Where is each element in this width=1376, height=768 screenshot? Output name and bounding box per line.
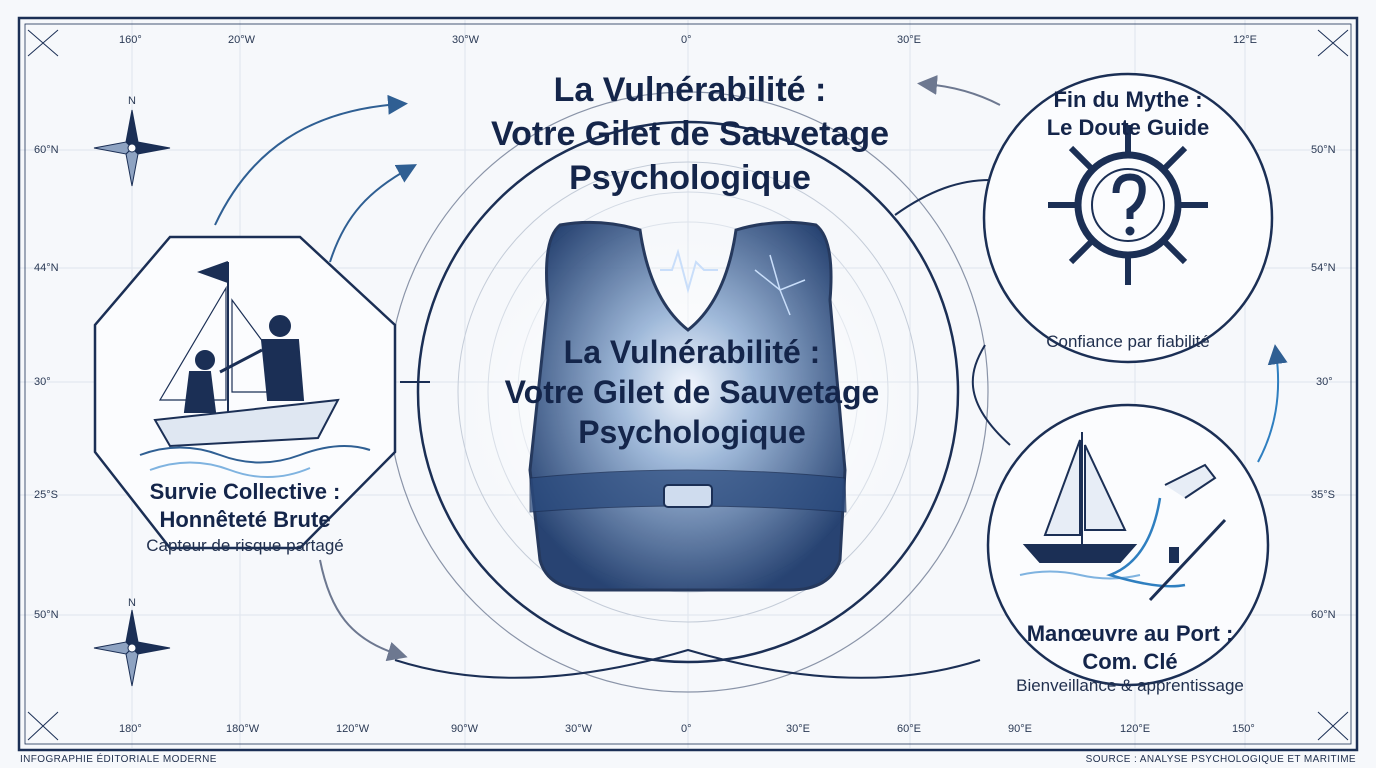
vest-title: La Vulnérabilité : Votre Gilet de Sauvet… [392, 332, 992, 452]
bottom-right-panel-subtitle: Bienveillance & apprentissage [1016, 676, 1244, 695]
coord-label-top: 160° [119, 34, 142, 46]
compass-north-label: N [128, 597, 136, 609]
coord-label-left: 30° [34, 376, 51, 388]
sailboat-crew-icon [139, 261, 371, 478]
top-right-panel-title: Fin du Mythe : Le Doute Guide [1008, 86, 1248, 142]
map-frame [17, 16, 1359, 752]
coord-label-left: 25°S [34, 489, 58, 501]
vest-title-line: Psychologique [578, 414, 806, 450]
coord-label-bottom: 0° [681, 723, 692, 735]
coord-label-bottom: 30°W [565, 723, 593, 735]
main-title-line: Psychologique [569, 159, 811, 197]
coord-label-bottom: 60°E [897, 723, 921, 735]
left-panel-title: Survie Collective : Honnêteté Brute [110, 478, 380, 534]
coord-label-right: 60°N [1311, 609, 1336, 621]
left-panel-title-line: Honnêteté Brute [159, 507, 331, 532]
coord-label-top: 30°E [897, 34, 921, 46]
coord-label-bottom: 180° [119, 723, 142, 735]
coord-label-bottom: 180°W [226, 723, 260, 735]
left-panel-subtitle: Capteur de risque partagé [146, 536, 344, 555]
coord-label-bottom: 120°E [1120, 723, 1151, 735]
coord-label-top: 0° [681, 34, 692, 46]
top-right-panel-title-line: Le Doute Guide [1046, 115, 1210, 140]
footer-right: SOURCE : ANALYSE PSYCHOLOGIQUE ET MARITI… [1085, 754, 1356, 765]
bottom-right-panel-title-line: Com. Clé [1082, 649, 1178, 674]
top-right-panel-title-line: Fin du Mythe : [1053, 87, 1203, 112]
main-title: La Vulnérabilité : Votre Gilet de Sauvet… [360, 68, 1020, 200]
flow-arrows [214, 74, 1288, 662]
coord-label-right: 30° [1316, 376, 1333, 388]
vest-title-line: Votre Gilet de Sauvetage [504, 374, 880, 410]
coord-label-right: 35°S [1311, 489, 1335, 501]
footer-left: INFOGRAPHIE ÉDITORIALE MODERNE [20, 754, 217, 765]
coord-label-right: 54°N [1311, 262, 1336, 274]
coord-label-top: 12°E [1233, 34, 1257, 46]
life-vest-icon [458, 220, 918, 592]
coord-label-left: 60°N [34, 144, 59, 156]
docked-sailboat-icon [1019, 432, 1227, 602]
coord-label-left: 44°N [34, 262, 59, 274]
main-title-line: La Vulnérabilité : [553, 71, 827, 109]
compass-rose-bottom [93, 609, 171, 687]
vest-title-line: La Vulnérabilité : [563, 334, 821, 370]
compass-north-label: N [128, 95, 136, 107]
bottom-right-panel-title-line: Manœuvre au Port : [1026, 621, 1234, 646]
bottom-right-panel-title: Manœuvre au Port : Com. Clé [990, 620, 1270, 676]
coord-label-bottom: 90°E [1008, 723, 1032, 735]
coord-label-bottom: 90°W [451, 723, 479, 735]
top-right-panel-subtitle: Confiance par fiabilité [1046, 332, 1210, 351]
main-title-line: Votre Gilet de Sauvetage [490, 115, 890, 153]
coord-label-bottom: 30°E [786, 723, 810, 735]
ship-wheel-question-icon [1048, 125, 1208, 285]
left-panel-title-line: Survie Collective : [149, 479, 341, 504]
coord-label-bottom: 120°W [336, 723, 370, 735]
coord-label-right: 50°N [1311, 144, 1336, 156]
compass-rose-top [93, 109, 171, 187]
coord-label-left: 50°N [34, 609, 59, 621]
coord-label-bottom: 150° [1232, 723, 1255, 735]
coord-label-top: 30°W [452, 34, 480, 46]
coord-label-top: 20°W [228, 34, 256, 46]
